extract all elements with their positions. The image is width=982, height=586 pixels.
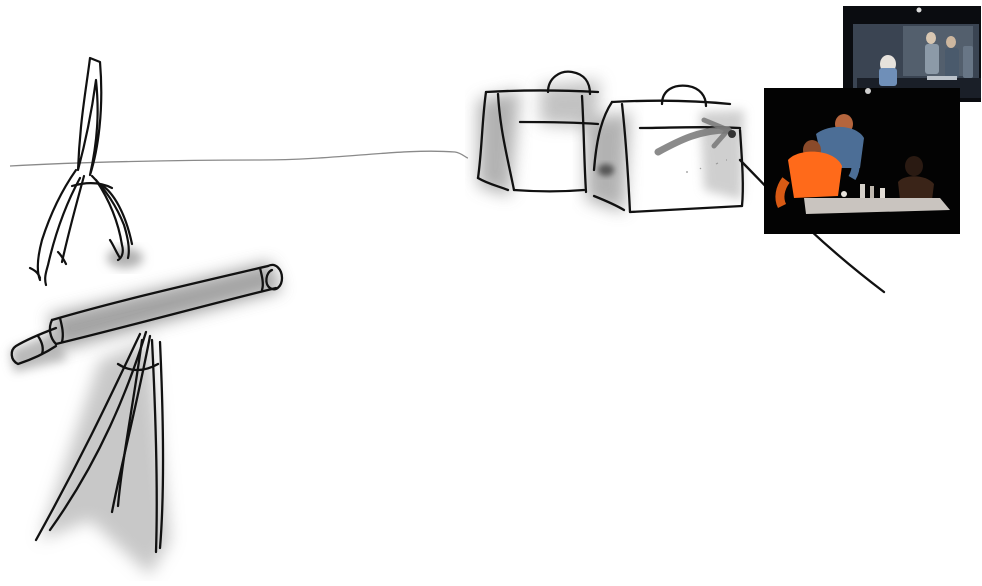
stage-photo-front <box>764 88 960 234</box>
telescope-icon <box>10 262 282 575</box>
photo-icon <box>764 88 960 234</box>
box-icon <box>478 72 744 212</box>
tripod-icon <box>30 58 143 285</box>
